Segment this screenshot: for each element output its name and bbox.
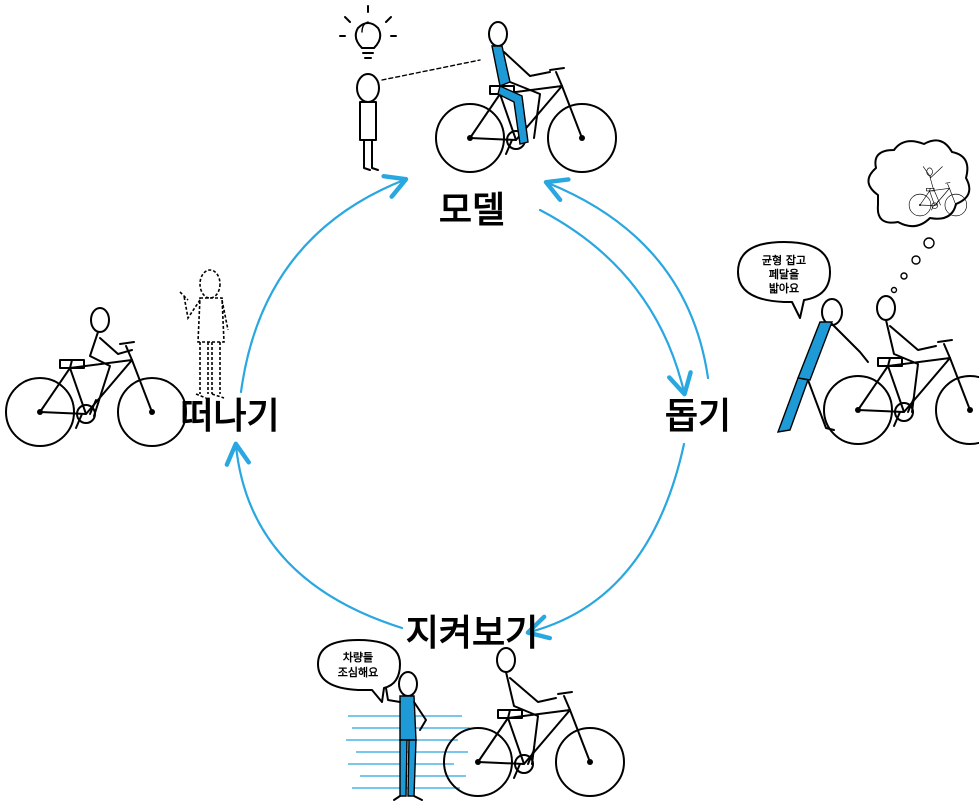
help-bubble-line-3: 밟아요 xyxy=(769,281,799,295)
arrow-help-to-watch xyxy=(525,442,686,641)
stage-label-help: 돕기 xyxy=(665,396,731,437)
speech-bubble-icon: 차량들 조심해요 xyxy=(317,639,401,703)
watcher-figure xyxy=(385,671,427,801)
arrow-model-to-help xyxy=(538,208,693,397)
speech-bubble-icon: 균형 잡고 페달을 밟아요 xyxy=(737,241,831,319)
watch-bubble-line-2: 조심해요 xyxy=(338,665,378,679)
model-illustration xyxy=(339,5,617,173)
cycle-arrows xyxy=(224,174,710,641)
observation-line xyxy=(381,59,481,81)
help-illustration: 균형 잡고 페달을 밟아요 xyxy=(737,139,979,445)
learner-cyclist xyxy=(823,295,979,445)
stage-label-leave: 떠나기 xyxy=(180,396,279,437)
solo-cyclist xyxy=(5,307,187,447)
lightbulb-icon xyxy=(339,5,397,59)
helper-figure xyxy=(776,298,869,433)
observer-figure xyxy=(356,73,380,171)
independent-cyclist xyxy=(443,647,625,797)
departing-figure xyxy=(179,269,229,399)
stage-label-model: 모델 xyxy=(439,190,505,231)
watch-illustration: 차량들 조심해요 xyxy=(317,639,625,801)
arrow-help-to-model xyxy=(543,177,710,380)
thought-bubble-icon xyxy=(867,139,971,294)
stage-label-watch: 지켜보기 xyxy=(406,613,538,654)
help-bubble-line-2: 페달을 xyxy=(769,267,799,281)
leave-illustration xyxy=(5,269,229,447)
arrow-watch-to-leave xyxy=(224,441,404,630)
help-bubble-line-1: 균형 잡고 xyxy=(762,253,806,267)
arrow-leave-to-model xyxy=(239,174,409,394)
watch-bubble-line-1: 차량들 xyxy=(343,650,373,664)
model-cyclist xyxy=(435,21,617,173)
